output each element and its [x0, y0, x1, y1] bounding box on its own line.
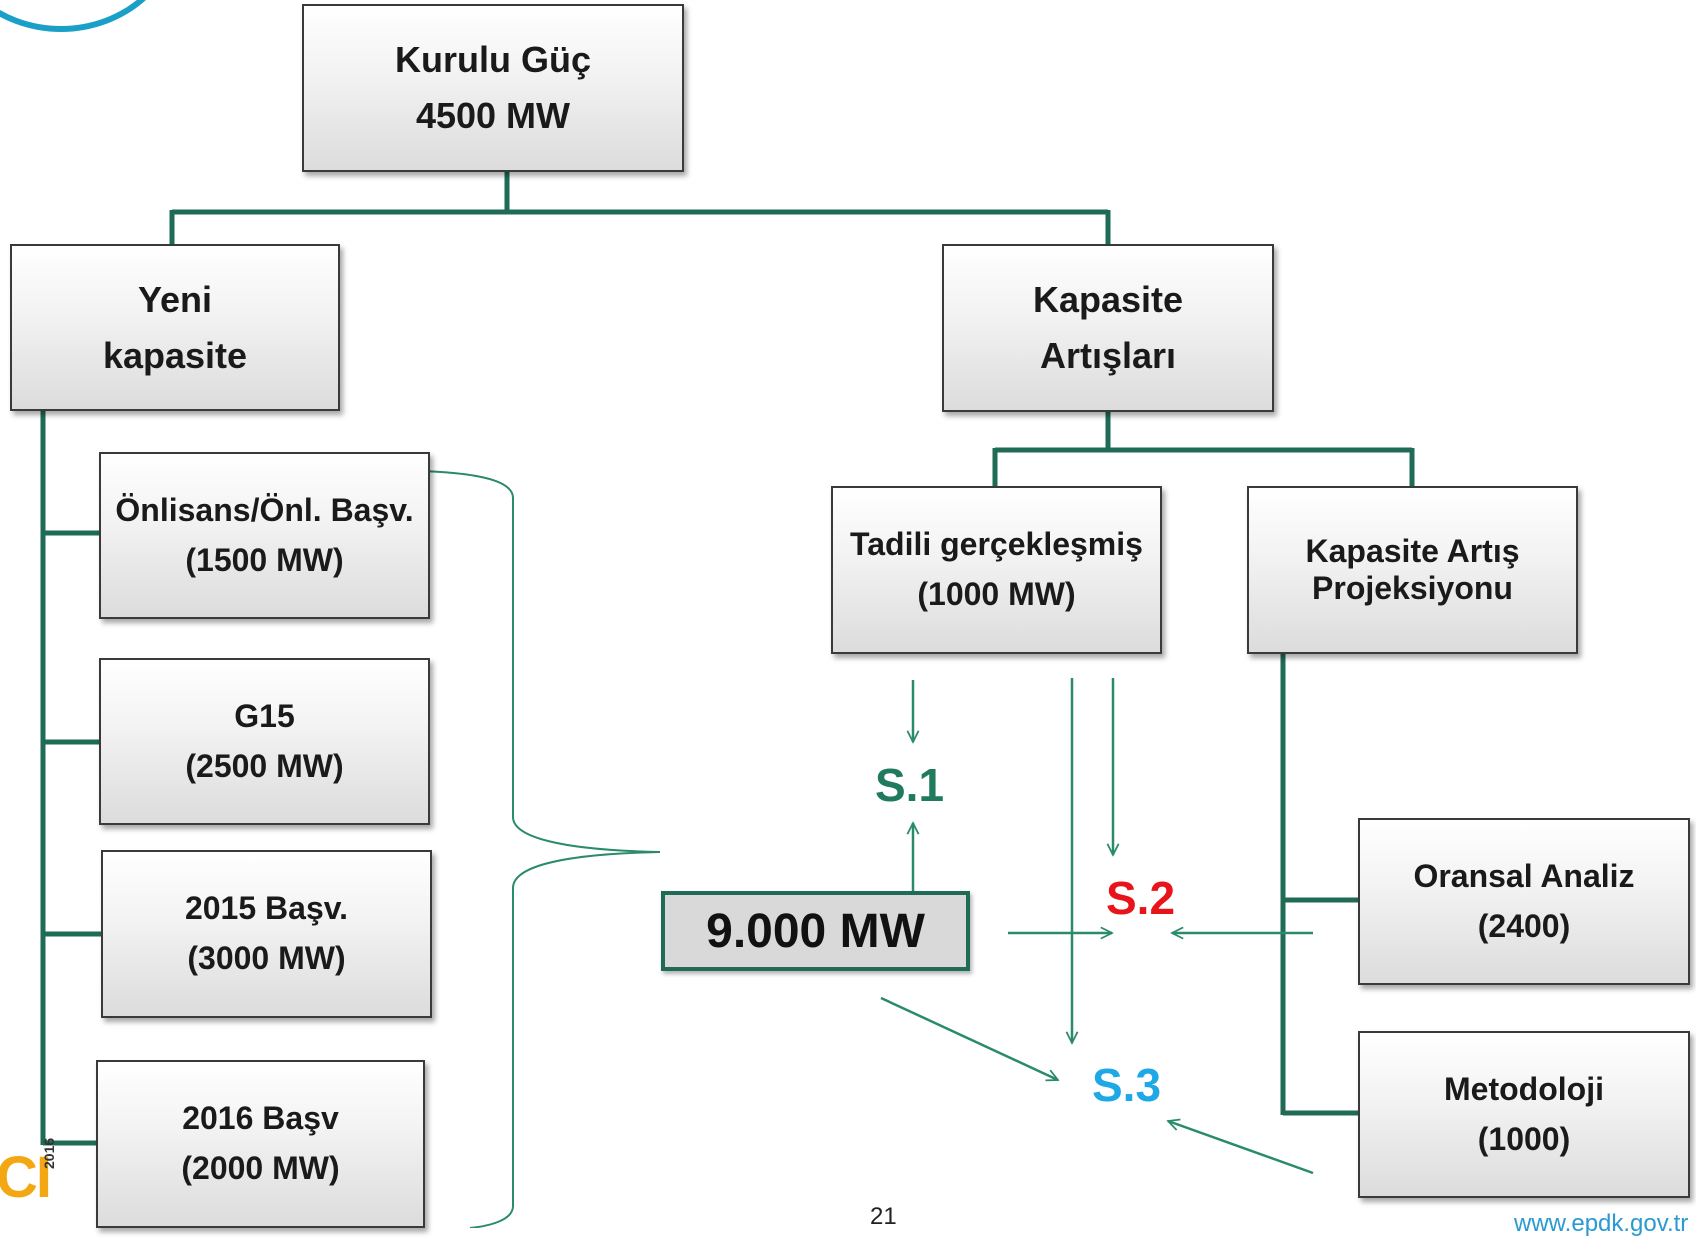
node-new-capacity-line1: Yeni	[137, 278, 213, 320]
node-new-capacity: Yeni kapasite	[10, 244, 340, 411]
arrows	[880, 678, 1314, 1175]
scenario-s3-label: S.3	[1092, 1059, 1162, 1111]
node-2016-applications: 2016 Başv (2000 MW)	[96, 1060, 425, 1228]
node-prelicense-line1: Önlisans/Önl. Başv.	[115, 491, 414, 528]
conference-logo-year: 2016	[41, 1137, 57, 1169]
arrow-mw-to-s3	[880, 996, 1058, 1080]
tree-connectors	[40, 172, 1415, 1146]
node-methodology: Metodoloji (1000)	[1358, 1031, 1690, 1198]
node-modified-realized: Tadili gerçekleşmiş (1000 MW)	[831, 486, 1162, 654]
node-capacity-projection: Kapasite Artış Projeksiyonu	[1247, 486, 1578, 654]
scenario-s1-label: S.1	[875, 759, 945, 811]
node-methodology-line2: (1000)	[1477, 1120, 1571, 1157]
node-capacity-increases: Kapasite Artışları	[942, 244, 1274, 412]
node-proportional-analysis: Oransal Analiz (2400)	[1358, 818, 1690, 985]
node-2016-applications-line1: 2016 Başv	[182, 1100, 339, 1137]
node-modified-realized-line1: Tadili gerçekleşmiş	[850, 526, 1143, 563]
node-proportional-analysis-line2: (2400)	[1477, 907, 1571, 944]
root-node-installed-power: Kurulu Güç 4500 MW	[302, 4, 684, 172]
root-node-value: 4500 MW	[415, 95, 571, 136]
node-proportional-analysis-line1: Oransal Analiz	[1413, 857, 1635, 894]
scenario-s2-label: S.2	[1106, 872, 1176, 924]
node-capacity-increases-line2: Artışları	[1039, 335, 1177, 376]
arrow-metodoloji-to-s3	[1168, 1121, 1314, 1175]
node-methodology-line1: Metodoloji	[1444, 1070, 1604, 1107]
node-modified-realized-line2: (1000 MW)	[917, 576, 1076, 612]
node-2015-applications-line1: 2015 Başv.	[184, 890, 349, 927]
node-g15-line2: (2500 MW)	[185, 747, 344, 784]
node-g15-line1: G15	[234, 697, 295, 734]
total-capacity-box: 9.000 MW	[661, 891, 970, 971]
node-prelicense-line2: (1500 MW)	[185, 541, 344, 578]
node-capacity-projection-line1: Kapasite Artış	[1305, 533, 1520, 570]
node-2015-applications-line2: (3000 MW)	[187, 940, 346, 976]
node-prelicense: Önlisans/Önl. Başv. (1500 MW)	[99, 452, 430, 619]
footer-url[interactable]: www.epdk.gov.tr	[1514, 1210, 1689, 1237]
node-capacity-projection-line2: Projeksiyonu	[1312, 570, 1513, 606]
brace	[367, 469, 661, 1228]
page-number: 21	[870, 1203, 897, 1230]
node-g15: G15 (2500 MW)	[99, 658, 430, 825]
node-2015-applications: 2015 Başv. (3000 MW)	[101, 850, 432, 1018]
node-2016-applications-line2: (2000 MW)	[181, 1150, 340, 1186]
conference-logo: CI	[0, 1145, 52, 1210]
node-capacity-increases-line1: Kapasite	[1032, 279, 1184, 321]
node-new-capacity-line2: kapasite	[102, 334, 248, 376]
root-node-title: Kurulu Güç	[395, 39, 591, 81]
